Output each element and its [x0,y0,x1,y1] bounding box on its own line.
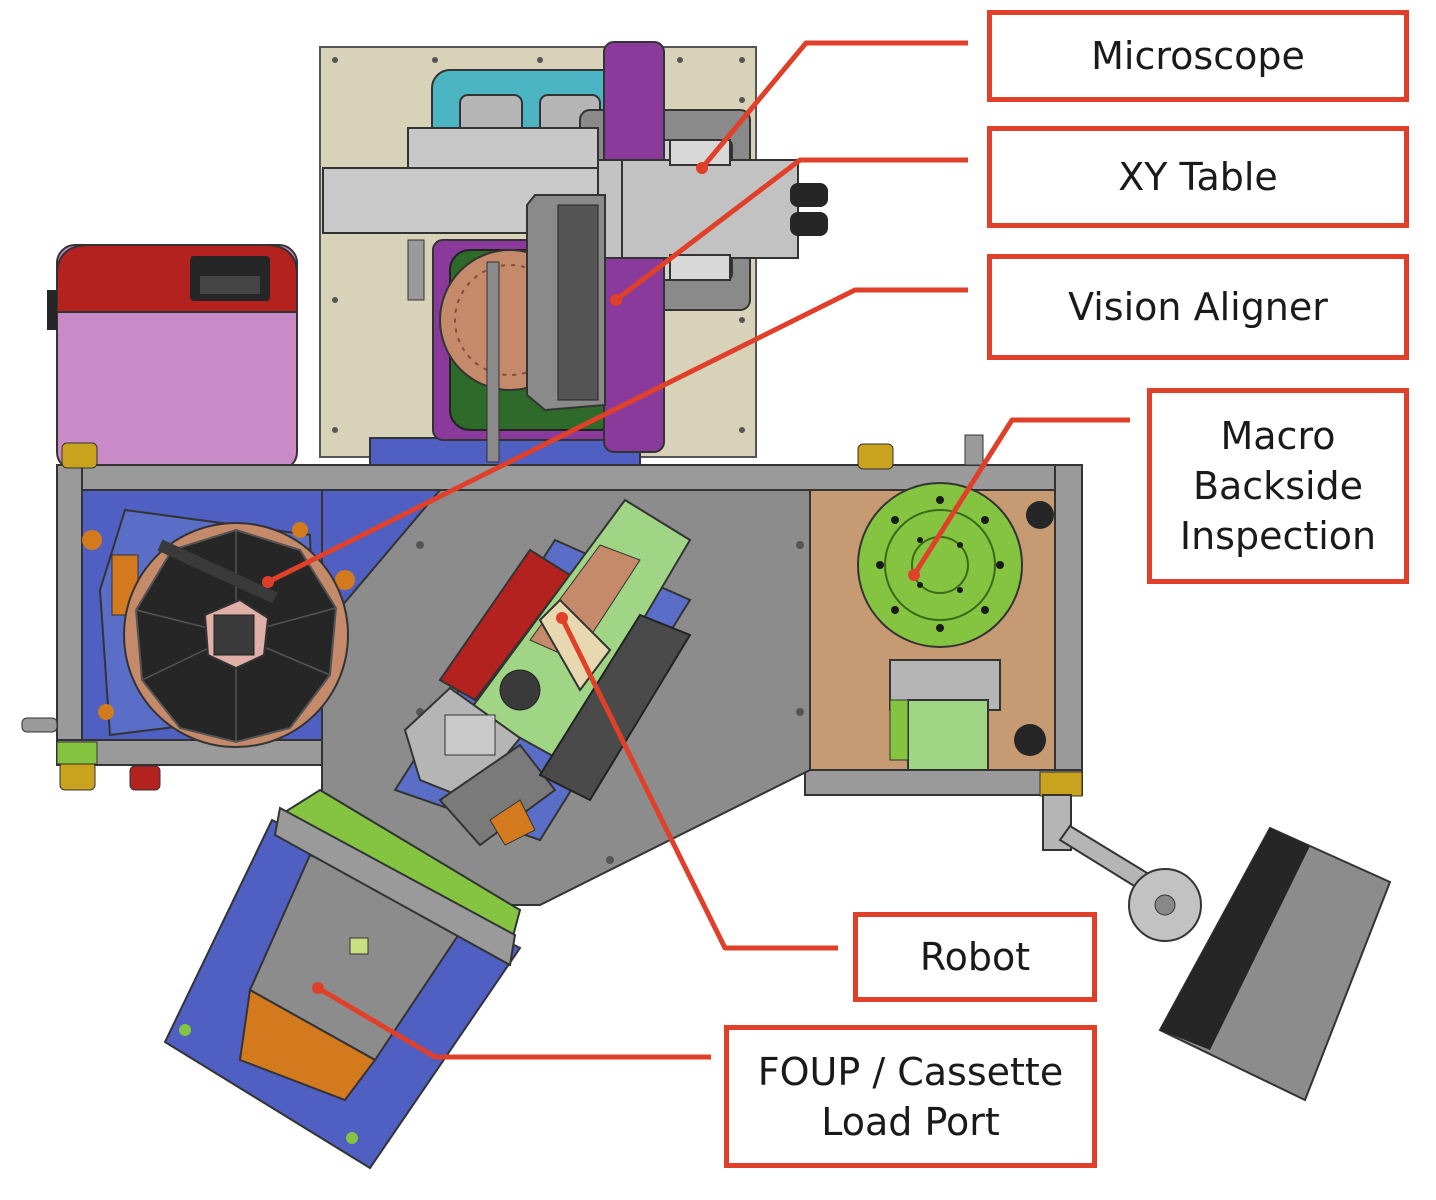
bottom-orange-pad [59,761,96,791]
macro-base-green [907,699,989,771]
robot-label: Robot [853,912,1097,1002]
macro-label-line-1: Macro [1220,414,1336,458]
frame-rail-bottom-right [804,769,1083,796]
aligner-arm [157,539,278,604]
xy-table-label-text: XY Table [1118,155,1278,199]
load-port-label-line-1: FOUP / Cassette [757,1049,1064,1094]
xy-table-label: XY Table [987,126,1409,228]
macro-backside-inspection-label: Macro Backside Inspection [1147,388,1409,584]
macro-chuck [857,482,1023,648]
left-orange-pad [61,442,98,469]
bottom-red-pad [129,765,161,791]
microscope-knob-bottom [790,212,828,236]
monitor-arm [1042,794,1392,1102]
macro-backside-inspection [857,482,1054,771]
vision-aligner-label: Vision Aligner [987,254,1409,360]
callout-anchor-dots [262,162,920,994]
robot-leader-line [559,616,838,951]
microscope-body [597,159,799,259]
macro-label-line-3: Inspection [1179,514,1377,558]
xy-table-leader-line [614,157,968,302]
load-port-label-line-2: Load Port [821,1099,1000,1144]
frame-rail-right [1054,464,1083,796]
robot [393,498,692,847]
microscope-leader-line [700,40,968,170]
load-port-leader-line [316,985,711,1060]
frame-rail-bottom-left [56,739,323,766]
frame-rail-left [56,464,83,766]
macro-backside-leader-line [911,417,1130,577]
load-port-orange-pad [238,988,377,1102]
microscope-knob-top [790,183,828,207]
microscope-label-text: Microscope [1091,34,1305,78]
vision-aligner-label-text: Vision Aligner [1068,285,1328,329]
macro-label-line-2: Backside [1192,464,1364,508]
robot-cable-tray [538,613,692,802]
vision-aligner-leader-line [266,287,968,585]
microscope-label: Microscope [987,10,1409,102]
controller-cabinet [47,244,298,471]
foup-load-port-label: FOUP / Cassette Load Port [724,1025,1097,1168]
vision-aligner [82,508,355,748]
callout-leaders [266,40,1130,1060]
microscope-station [319,41,828,469]
robot-label-text: Robot [919,935,1031,979]
right-orange-pad [857,443,894,470]
aligner-post [486,261,500,463]
foup-load-port [163,788,522,1170]
